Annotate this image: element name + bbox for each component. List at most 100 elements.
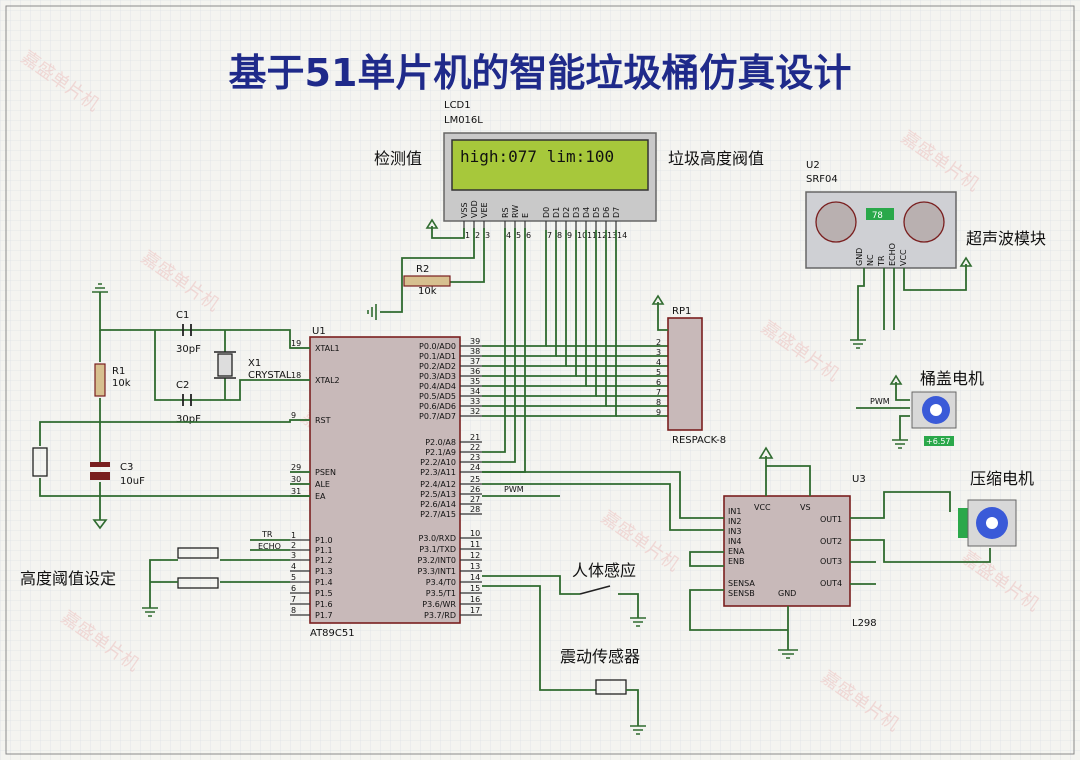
mcu-pin-number: 1 [291,531,296,540]
lcd-pin-name: D4 [582,207,591,218]
mcu-pin-number: 22 [470,443,480,452]
lcd-pin-number: 12 [597,231,607,240]
page-title: 基于51单片机的智能垃圾桶仿真设计 [229,51,852,95]
resistor-pack-rp1: RP1 RESPACK-8 [651,294,726,446]
rp1-pin-number: 7 [656,388,661,397]
lcd-pin-number: 2 [475,231,480,240]
rp1-pin-number: 5 [656,368,661,377]
lcd-pin-number: 8 [557,231,562,240]
lcd-pin-name: D6 [602,207,611,218]
mcu-pin-name: P1.0 [315,536,333,545]
lcd-pin-name: D1 [552,207,561,218]
annotation-threshold: 垃圾高度阀值 [668,149,764,168]
annotation-detect-value: 检测值 [374,149,422,168]
mcu-pin-name: P0.1/AD1 [419,352,456,361]
mcu-pin-number: 11 [470,540,480,549]
mcu-pin-number: 28 [470,505,480,514]
mcu-pin-name: EA [315,492,326,501]
c3-ref: C3 [120,462,133,473]
rp1-pin-number: 2 [656,338,661,347]
mcu-pin-number: 2 [291,541,296,550]
c1-ref: C1 [176,310,189,321]
mcu-pin-number: 8 [291,606,296,615]
mcu-pin-number: 5 [291,573,296,582]
lcd1: LCD1 LM016L high:077 lim:100 VSS1VDD2VEE… [443,100,657,240]
mcu-pin-number: 30 [291,475,301,484]
annotation-lid-motor: 桶盖电机 [920,369,984,388]
lcd-ref: LCD1 [444,100,471,111]
mcu-u1: U1 AT89C51 19XTAL118XTAL29RST29PSEN30ALE… [290,326,482,639]
svg-text:ECHO: ECHO [888,243,897,266]
c2-value: 30pF [176,414,201,425]
u2-ref: U2 [806,160,820,171]
c2-ref: C2 [176,380,189,391]
mcu-pin-name: P2.6/A14 [420,500,456,509]
mcu-pin-number: 14 [470,573,480,582]
mcu-pin-name: P3.4/T0 [426,578,456,587]
rp1-pin-number: 3 [656,348,661,357]
mcu-pin-name: P2.0/A8 [425,438,456,447]
mcu-pin-number: 35 [470,377,480,386]
mcu-pin-number: 12 [470,551,480,560]
rp1-value: RESPACK-8 [672,435,726,446]
mcu-pin-name: RST [315,416,331,425]
mcu-pin-name: P0.2/AD2 [419,362,456,371]
mcu-pin-name: P1.1 [315,546,333,555]
mcu-pin-name: XTAL1 [315,344,340,353]
mcu-pin-name: P3.6/WR [422,600,456,609]
lcd-pin-name: D0 [542,207,551,218]
mcu-pin-name: P0.5/AD5 [419,392,456,401]
mcu-pin-number: 15 [470,584,480,593]
lcd-pin-number: 10 [577,231,587,240]
mcu-pin-name: P3.3/INT1 [417,567,456,576]
annotation-ultrasonic: 超声波模块 [966,229,1046,248]
mcu-part: AT89C51 [310,628,355,639]
lcd-pin-name: VSS [460,202,469,218]
mcu-pin-name: P3.1/TXD [419,545,456,554]
annotation-vibration-sensor: 震动传感器 [560,647,640,666]
svg-text:IN4: IN4 [728,537,741,546]
rp1-pin-number: 4 [656,358,661,367]
u2-reading: 78 [872,211,883,221]
lcd-pin-name: D3 [572,207,581,218]
dc-motor [958,499,1017,547]
svg-text:NC: NC [866,254,875,266]
svg-text:OUT4: OUT4 [820,579,842,588]
annotation-threshold-setting: 高度阈值设定 [20,569,116,588]
r2-value: 10k [418,286,437,297]
mcu-pin-name: P2.5/A13 [420,490,456,499]
rp1-pin-number: 8 [656,398,661,407]
lcd-pin-name: E [521,213,530,218]
mcu-pin-name: P1.6 [315,600,333,609]
mcu-pin-number: 10 [470,529,480,538]
lcd-line1: high:077 lim:100 [460,147,614,166]
lcd-pin-number: 7 [547,231,552,240]
mcu-pin-number: 34 [470,387,480,396]
mcu-pin-name: P1.5 [315,589,333,598]
lcd-pin-name: D2 [562,207,571,218]
svg-text:VCC: VCC [754,503,771,512]
threshold-buttons: TR ECHO [142,530,290,617]
svg-text:GND: GND [778,589,796,598]
lcd-part: LM016L [444,115,483,126]
mcu-pin-number: 18 [291,371,301,380]
mcu-pin-name: P3.7/RD [424,611,456,620]
svg-text:TR: TR [877,255,886,267]
mcu-pin-name: P3.2/INT0 [417,556,456,565]
mcu-pin-name: P0.3/AD3 [419,372,456,381]
lcd-pin-name: VEE [480,202,489,218]
mcu-pin-number: 17 [470,606,480,615]
mcu-pin-name: P3.5/T1 [426,589,456,598]
mcu-pin-name: P2.4/A12 [420,480,456,489]
lcd-pin-name: RW [511,205,520,218]
svg-text:IN2: IN2 [728,517,741,526]
lcd-pin-number: 5 [516,231,521,240]
mcu-pin-number: 33 [470,397,480,406]
mcu-pin-name: P2.3/A11 [420,468,456,477]
mcu-pin-number: 26 [470,485,480,494]
mcu-pin-number: 3 [291,551,296,560]
rp1-ref: RP1 [672,306,691,317]
svg-text:VS: VS [800,503,811,512]
